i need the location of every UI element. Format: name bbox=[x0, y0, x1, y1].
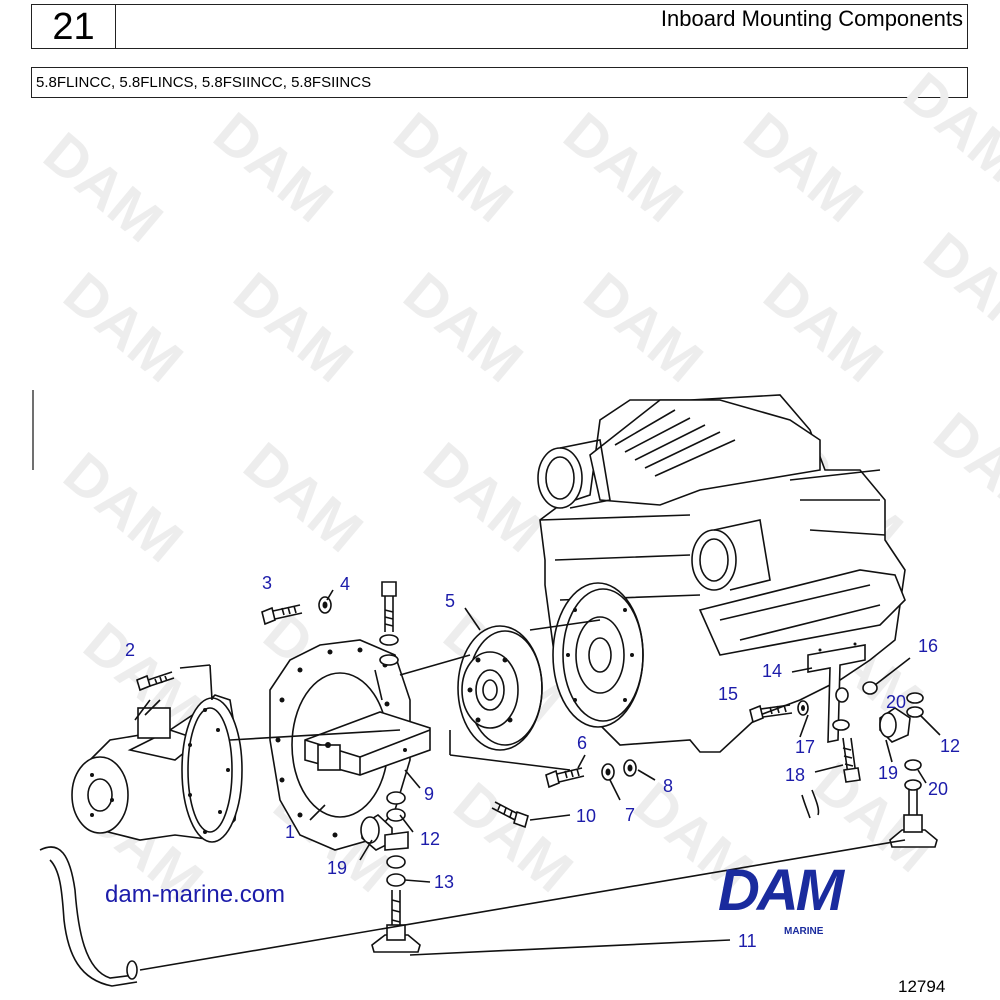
callout-5: 5 bbox=[445, 591, 455, 611]
fastener-group bbox=[136, 581, 878, 829]
callout-6: 6 bbox=[577, 733, 587, 753]
page-title: Inboard Mounting Components bbox=[660, 6, 963, 31]
coupling-disc bbox=[457, 625, 543, 751]
transmission bbox=[71, 694, 243, 843]
callout-19b: 19 bbox=[878, 763, 898, 783]
leader-lines bbox=[139, 589, 941, 971]
callout-16: 16 bbox=[918, 636, 938, 656]
callout-13: 13 bbox=[434, 872, 454, 892]
callout-19a: 19 bbox=[327, 858, 347, 878]
callout-9: 9 bbox=[424, 784, 434, 804]
front-mount bbox=[360, 791, 421, 953]
watermark: DAM bbox=[442, 770, 585, 905]
watermark: DAM bbox=[732, 100, 875, 235]
watermark: DAM bbox=[382, 100, 525, 235]
callout-10: 10 bbox=[576, 806, 596, 826]
header-box: 21 Inboard Mounting Components bbox=[31, 4, 968, 49]
callout-labels: 1 2 3 4 5 6 7 8 9 10 11 12 12 13 14 15 1… bbox=[125, 573, 960, 951]
brand-subtitle: MARINE bbox=[784, 926, 824, 937]
watermark: DAM bbox=[752, 260, 895, 395]
watermark: DAM bbox=[222, 260, 365, 395]
exhaust-hose bbox=[39, 789, 820, 987]
callout-12b: 12 bbox=[940, 736, 960, 756]
callout-18: 18 bbox=[785, 765, 805, 785]
watermark: DAM bbox=[52, 440, 195, 575]
flywheel bbox=[552, 582, 644, 728]
brand-wordmark: DAM bbox=[718, 858, 844, 923]
page-number: 21 bbox=[32, 5, 116, 48]
models-box: 5.8FLINCC, 5.8FLINCS, 5.8FSIINCC, 5.8FSI… bbox=[31, 67, 968, 98]
watermark: DAM bbox=[552, 100, 695, 235]
callout-3: 3 bbox=[262, 573, 272, 593]
watermark: DAM bbox=[32, 120, 175, 255]
callout-4: 4 bbox=[340, 574, 350, 594]
rear-mount bbox=[879, 692, 938, 848]
watermark: DAM bbox=[52, 260, 195, 395]
watermark: DAM bbox=[392, 260, 535, 395]
watermark: DAM bbox=[922, 400, 1000, 535]
callout-12a: 12 bbox=[420, 829, 440, 849]
callout-11: 11 bbox=[738, 931, 757, 951]
model-list: 5.8FLINCC, 5.8FLINCS, 5.8FSIINCC, 5.8FSI… bbox=[36, 74, 372, 91]
callout-7: 7 bbox=[625, 805, 635, 825]
callout-14: 14 bbox=[762, 661, 782, 681]
callout-15: 15 bbox=[718, 684, 738, 704]
callout-20b: 20 bbox=[928, 779, 948, 799]
brand-logo: DAM MARINE bbox=[718, 858, 898, 938]
callout-2: 2 bbox=[125, 640, 135, 660]
drawing-number: 12794 bbox=[898, 977, 946, 996]
callout-20a: 20 bbox=[886, 692, 906, 712]
watermark: DAM bbox=[202, 100, 345, 235]
callout-8: 8 bbox=[663, 776, 673, 796]
website-link[interactable]: dam-marine.com bbox=[105, 881, 286, 908]
watermark: DAM bbox=[892, 60, 1000, 195]
watermark: DAM bbox=[232, 430, 375, 565]
watermark: DAM bbox=[572, 260, 715, 395]
watermark: DAM bbox=[412, 430, 555, 565]
callout-17: 17 bbox=[795, 737, 815, 757]
mount-bracket bbox=[304, 701, 431, 776]
callout-1: 1 bbox=[285, 822, 295, 842]
watermark: DAM bbox=[912, 220, 1000, 355]
